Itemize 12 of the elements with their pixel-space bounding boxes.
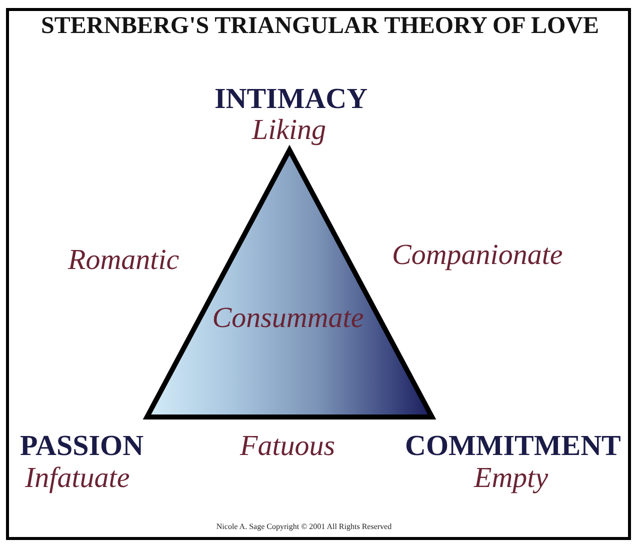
love-type-label: Fatuous: [240, 432, 336, 461]
component-label: COMMITMENT: [405, 432, 621, 461]
copyright-notice: Nicole A. Sage Copyright © 2001 All Rights Reserved: [216, 523, 392, 531]
love-type-label: Empty: [474, 464, 548, 493]
love-type-label: Consummate: [212, 304, 364, 333]
love-type-label: Infatuate: [25, 464, 130, 493]
love-type-label: Romantic: [68, 246, 180, 275]
component-label: INTIMACY: [214, 85, 368, 114]
love-type-label: Companionate: [392, 241, 563, 270]
love-type-label: Liking: [252, 116, 326, 145]
diagram-title: STERNBERG'S TRIANGULAR THEORY OF LOVE: [41, 14, 599, 38]
component-label: PASSION: [20, 432, 144, 461]
